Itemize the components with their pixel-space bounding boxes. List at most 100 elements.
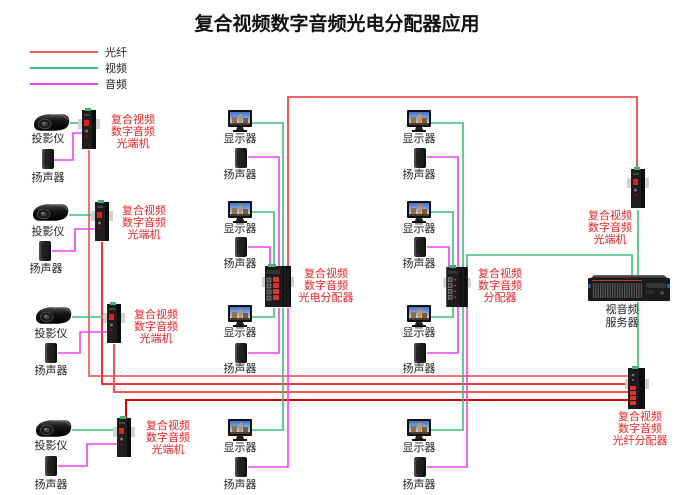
converter-label: 光端机 <box>140 331 173 345</box>
left-site-2: 投影仪 扬声器 复合视频 数字音频 光端机 <box>30 200 166 275</box>
converter-label: 数字音频 <box>111 124 155 138</box>
converter-label: 复合视频 <box>111 112 155 126</box>
video-cable <box>252 308 284 431</box>
audio-cable <box>427 307 468 468</box>
distributor-label: 分配器 <box>484 291 517 304</box>
projector-label: 投影仪 <box>35 438 68 452</box>
speaker-icon <box>414 237 426 257</box>
audio-cable <box>52 228 95 252</box>
monitor-icon <box>228 305 252 327</box>
speaker-label: 扬声器 <box>403 256 436 270</box>
legend-video-label: 视频 <box>105 61 127 75</box>
speaker-label: 扬声器 <box>224 167 257 181</box>
fiber-splitter-label: 复合视频 <box>618 409 662 423</box>
fiber-splitter-icon <box>625 366 649 409</box>
monitor-icon <box>407 419 431 441</box>
speaker-icon <box>414 457 426 477</box>
converter-label: 数字音频 <box>134 319 178 333</box>
display-label: 显示器 <box>224 222 257 235</box>
display-label: 显示器 <box>403 441 436 454</box>
fiber-cables <box>88 96 638 418</box>
fiber-cable <box>101 242 628 385</box>
speaker-label: 扬声器 <box>224 477 257 491</box>
legend-fiber-label: 光纤 <box>105 45 127 59</box>
optoelectronic-distributor-icon <box>262 264 294 308</box>
projector-icon <box>32 203 69 222</box>
display-label: 显示器 <box>403 326 436 339</box>
video-cable <box>252 122 284 266</box>
distributor-label: 复合视频 <box>478 266 522 280</box>
monitor-icon <box>228 110 252 132</box>
speaker-label: 扬声器 <box>35 363 68 377</box>
converter-label: 复合视频 <box>122 203 166 217</box>
audio-cable <box>58 443 117 467</box>
speaker-icon <box>42 149 54 169</box>
legend: 光纤 视频 音频 <box>30 45 127 91</box>
speaker-label: 扬声器 <box>32 170 65 184</box>
left-site-4: 投影仪 扬声器 复合视频 数字音频 光端机 <box>35 416 190 491</box>
video-cable <box>252 308 275 318</box>
speaker-label: 扬声器 <box>224 361 257 375</box>
display-label: 显示器 <box>224 132 257 145</box>
projector-icon <box>35 306 72 325</box>
projector-icon <box>35 419 72 438</box>
audio-cable <box>248 308 289 468</box>
speaker-icon <box>45 343 57 363</box>
speaker-label: 扬声器 <box>30 261 63 275</box>
audio-cable <box>58 331 108 354</box>
speaker-label: 扬声器 <box>35 477 68 491</box>
server-icon <box>588 275 670 301</box>
speaker-icon <box>45 456 57 476</box>
audio-cable <box>248 308 280 354</box>
display-label: 显示器 <box>224 326 257 339</box>
converter-label: 数字音频 <box>122 215 166 229</box>
video-cable <box>466 254 633 277</box>
audio-cable <box>427 307 459 354</box>
optical-transceiver-icon <box>91 200 113 241</box>
monitor-icon <box>228 419 252 441</box>
distributor-label: 复合视频 <box>304 266 348 280</box>
projector-icon <box>33 113 70 132</box>
projector-label: 投影仪 <box>32 131 65 145</box>
audio-cable <box>54 132 82 161</box>
server-label: 服务器 <box>606 316 639 329</box>
speaker-icon <box>235 237 247 257</box>
audio-cable <box>427 156 459 267</box>
right-distributor: 复合视频 数字音频 分配器 <box>443 265 522 308</box>
distributor-label: 数字音频 <box>478 278 522 292</box>
av-distributor-icon <box>443 265 471 308</box>
converter-label: 复合视频 <box>146 418 190 432</box>
converter-label: 光端机 <box>117 136 150 150</box>
left-site-1: 投影仪 扬声器 复合视频 数字音频 光端机 <box>32 108 155 184</box>
speaker-icon <box>39 241 51 261</box>
fiber-cable <box>88 150 628 377</box>
speaker-label: 扬声器 <box>403 477 436 491</box>
speaker-icon <box>414 148 426 168</box>
right-outputs: 显示器 扬声器 显示器 扬声器 显示器 扬声器 显示器 扬声器 <box>403 110 436 491</box>
speaker-icon <box>235 457 247 477</box>
video-cable <box>431 122 464 267</box>
converter-label: 数字音频 <box>588 220 632 234</box>
fiber-cable <box>113 344 628 393</box>
speaker-label: 扬声器 <box>224 256 257 270</box>
server-label: 视音频 <box>606 302 639 316</box>
speaker-label: 扬声器 <box>403 167 436 181</box>
converter-label: 光端机 <box>128 227 161 241</box>
projector-label: 投影仪 <box>32 224 65 238</box>
center-distributor: 复合视频 数字音频 光电分配器 <box>262 264 354 308</box>
display-label: 显示器 <box>403 222 436 235</box>
projector-label: 投影仪 <box>35 326 68 340</box>
monitor-icon <box>228 201 252 223</box>
display-label: 显示器 <box>403 132 436 145</box>
center-outputs: 显示器 扬声器 显示器 扬声器 显示器 扬声器 显示器 扬声器 <box>224 110 257 491</box>
monitor-icon <box>407 201 431 223</box>
speaker-icon <box>235 343 247 363</box>
monitor-icon <box>407 110 431 132</box>
left-site-3: 投影仪 扬声器 复合视频 数字音频 光端机 <box>35 302 178 377</box>
head-end: 复合视频 数字音频 光端机 视音频 服务器 复合视频 数字音频 光纤分配器 <box>588 167 670 447</box>
distributor-label: 光电分配器 <box>299 290 354 304</box>
video-cable <box>431 307 454 318</box>
audio-cables <box>52 132 468 468</box>
fiber-splitter-label: 数字音频 <box>618 421 662 435</box>
